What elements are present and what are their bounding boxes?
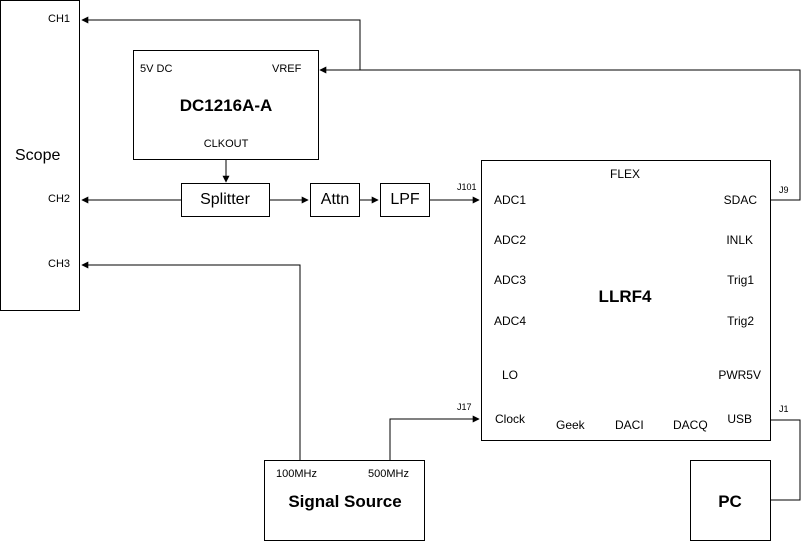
llrf4-adc1-label: ADC1 <box>494 193 527 207</box>
scope-box <box>0 0 80 311</box>
signal-source-100mhz-label: 100MHz <box>276 468 317 480</box>
llrf4-daci-label: DACI <box>615 418 644 432</box>
scope-ch1-label: CH1 <box>48 13 71 25</box>
dc1216-box <box>133 50 319 160</box>
llrf4-clock-label: Clock <box>495 412 526 426</box>
connector-j17-label: J17 <box>457 402 472 412</box>
dc1216-power-label: 5V DC <box>140 63 173 75</box>
llrf4-title: LLRF4 <box>598 287 652 306</box>
llrf4-flex-label: FLEX <box>609 167 641 181</box>
llrf4-trig1-label: Trig1 <box>727 273 754 287</box>
scope-title: Scope <box>15 147 61 164</box>
signal-source-500mhz-label: 500MHz <box>368 468 409 480</box>
llrf4-geek-label: Geek <box>556 418 585 432</box>
pc-title: PC <box>718 492 742 511</box>
llrf4-sdac-label: SDAC <box>723 193 757 207</box>
connector-j101-label: J101 <box>457 182 477 192</box>
wire-sdac-to-vref <box>319 66 801 201</box>
lpf-box <box>380 183 430 217</box>
llrf4-adc3-label: ADC3 <box>494 273 527 287</box>
splitter-box <box>181 183 270 217</box>
llrf4-trig2-label: Trig2 <box>727 314 754 328</box>
llrf4-usb-label: USB <box>727 412 752 426</box>
signal-source-title: Signal Source <box>288 492 402 511</box>
dc1216-clkout-label: CLKOUT <box>203 138 249 150</box>
llrf4-box <box>481 160 771 441</box>
dc1216-title: DC1216A-A <box>179 96 273 115</box>
attn-box <box>310 183 360 217</box>
pc-box <box>690 460 771 541</box>
connector-j1-label: J1 <box>779 404 789 414</box>
llrf4-lo-label: LO <box>502 368 519 382</box>
connector-j9-label: J9 <box>779 185 789 195</box>
attn-label: Attn <box>320 191 350 208</box>
signal-source-box <box>264 460 425 541</box>
llrf4-pwr5v-label: PWR5V <box>718 368 761 382</box>
llrf4-adc4-label: ADC4 <box>494 314 527 328</box>
dc1216-vref-label: VREF <box>272 63 302 75</box>
llrf4-inlk-label: INLK <box>726 233 753 247</box>
splitter-label: Splitter <box>200 191 250 208</box>
wire-usb-to-pc <box>771 419 801 501</box>
wire-500mhz-to-clock <box>389 415 480 460</box>
lpf-label: LPF <box>390 191 420 208</box>
wire-100mhz-to-ch3 <box>81 261 301 460</box>
llrf4-adc2-label: ADC2 <box>494 233 527 247</box>
llrf4-dacq-label: DACQ <box>673 418 708 432</box>
wire-vref-to-ch1 <box>81 16 361 70</box>
scope-ch3-label: CH3 <box>48 258 71 270</box>
scope-ch2-label: CH2 <box>48 193 71 205</box>
